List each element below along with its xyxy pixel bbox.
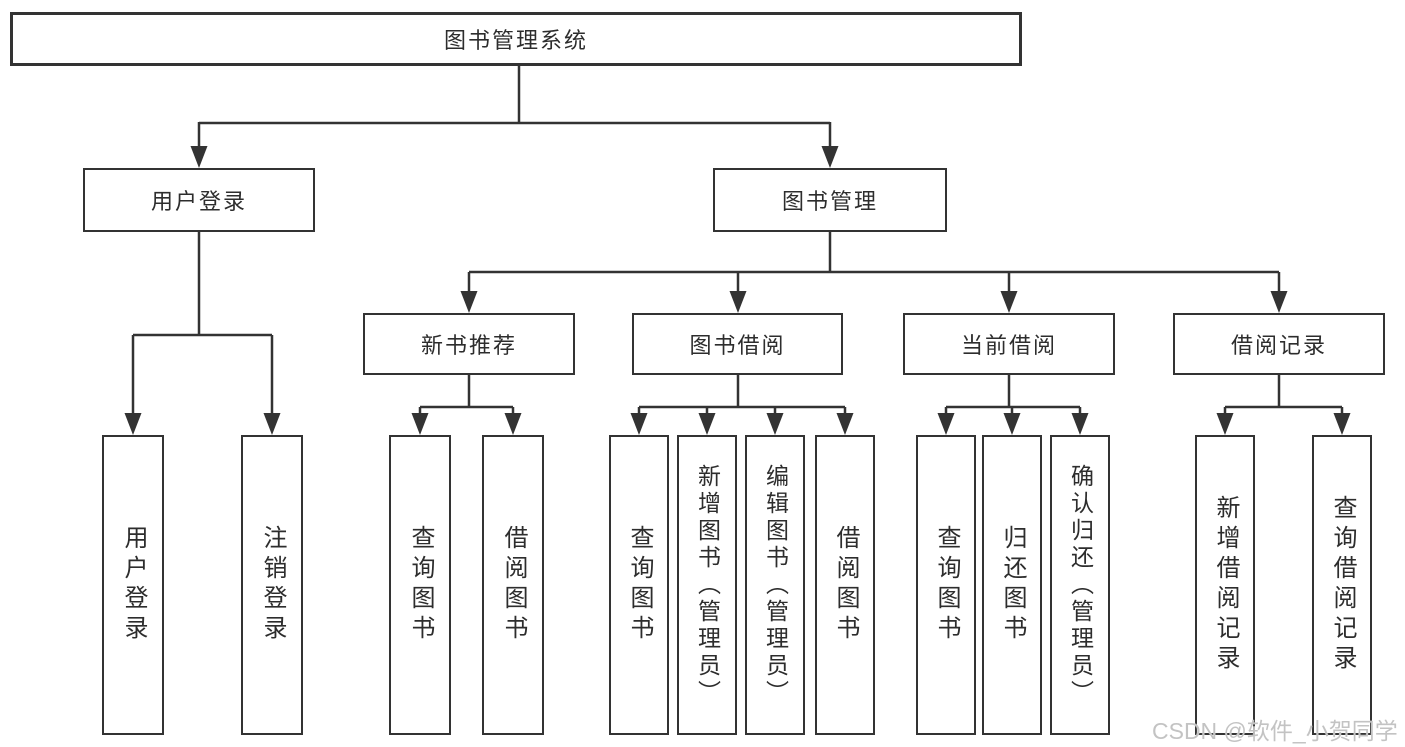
leaf-br-add-record-label: 新增借阅记录 bbox=[1212, 495, 1239, 675]
node-book-management-label: 图书管理 bbox=[781, 189, 878, 214]
node-user-login-label: 用户登录 bbox=[150, 189, 247, 214]
leaf-bb-borrow-books-label: 借阅图书 bbox=[832, 525, 859, 645]
leaf-user-login-label: 用户登录 bbox=[120, 525, 147, 645]
node-borrow-records-label: 借阅记录 bbox=[1230, 333, 1327, 358]
leaf-cb-return-books-label: 归还图书 bbox=[999, 525, 1026, 645]
node-book-borrow: 图书借阅 bbox=[632, 313, 843, 375]
leaf-logout: 注销登录 bbox=[241, 435, 303, 735]
node-root: 图书管理系统 bbox=[10, 12, 1022, 66]
node-root-label: 图书管理系统 bbox=[443, 28, 588, 53]
leaf-bb-add-books: 新增图书（管理员） bbox=[677, 435, 737, 735]
leaf-nb-borrow-books-label: 借阅图书 bbox=[500, 525, 527, 645]
watermark: CSDN @软件_小贺同学 bbox=[1152, 718, 1398, 744]
leaf-bb-query-books-label: 查询图书 bbox=[626, 525, 653, 645]
node-new-book-recommend: 新书推荐 bbox=[363, 313, 575, 375]
leaf-bb-add-books-label: 新增图书（管理员） bbox=[694, 463, 721, 707]
node-book-management: 图书管理 bbox=[713, 168, 947, 232]
leaf-bb-borrow-books: 借阅图书 bbox=[815, 435, 875, 735]
leaf-logout-label: 注销登录 bbox=[259, 525, 286, 645]
leaf-nb-query-books-label: 查询图书 bbox=[407, 525, 434, 645]
leaf-bb-edit-books: 编辑图书（管理员） bbox=[745, 435, 805, 735]
node-book-borrow-label: 图书借阅 bbox=[689, 333, 786, 358]
leaf-cb-return-books: 归还图书 bbox=[982, 435, 1042, 735]
leaf-br-query-record: 查询借阅记录 bbox=[1312, 435, 1372, 735]
node-current-borrow: 当前借阅 bbox=[903, 313, 1115, 375]
leaf-bb-query-books: 查询图书 bbox=[609, 435, 669, 735]
leaf-br-add-record: 新增借阅记录 bbox=[1195, 435, 1255, 735]
node-borrow-records: 借阅记录 bbox=[1173, 313, 1385, 375]
leaf-cb-confirm-return: 确认归还（管理员） bbox=[1050, 435, 1110, 735]
leaf-user-login: 用户登录 bbox=[102, 435, 164, 735]
leaf-cb-confirm-return-label: 确认归还（管理员） bbox=[1067, 463, 1094, 707]
node-user-login: 用户登录 bbox=[83, 168, 315, 232]
leaf-cb-query-books-label: 查询图书 bbox=[933, 525, 960, 645]
node-current-borrow-label: 当前借阅 bbox=[960, 333, 1057, 358]
node-new-book-recommend-label: 新书推荐 bbox=[420, 333, 517, 358]
leaf-cb-query-books: 查询图书 bbox=[916, 435, 976, 735]
leaf-nb-query-books: 查询图书 bbox=[389, 435, 451, 735]
leaf-nb-borrow-books: 借阅图书 bbox=[482, 435, 544, 735]
leaf-br-query-record-label: 查询借阅记录 bbox=[1329, 495, 1356, 675]
leaf-bb-edit-books-label: 编辑图书（管理员） bbox=[762, 463, 789, 707]
